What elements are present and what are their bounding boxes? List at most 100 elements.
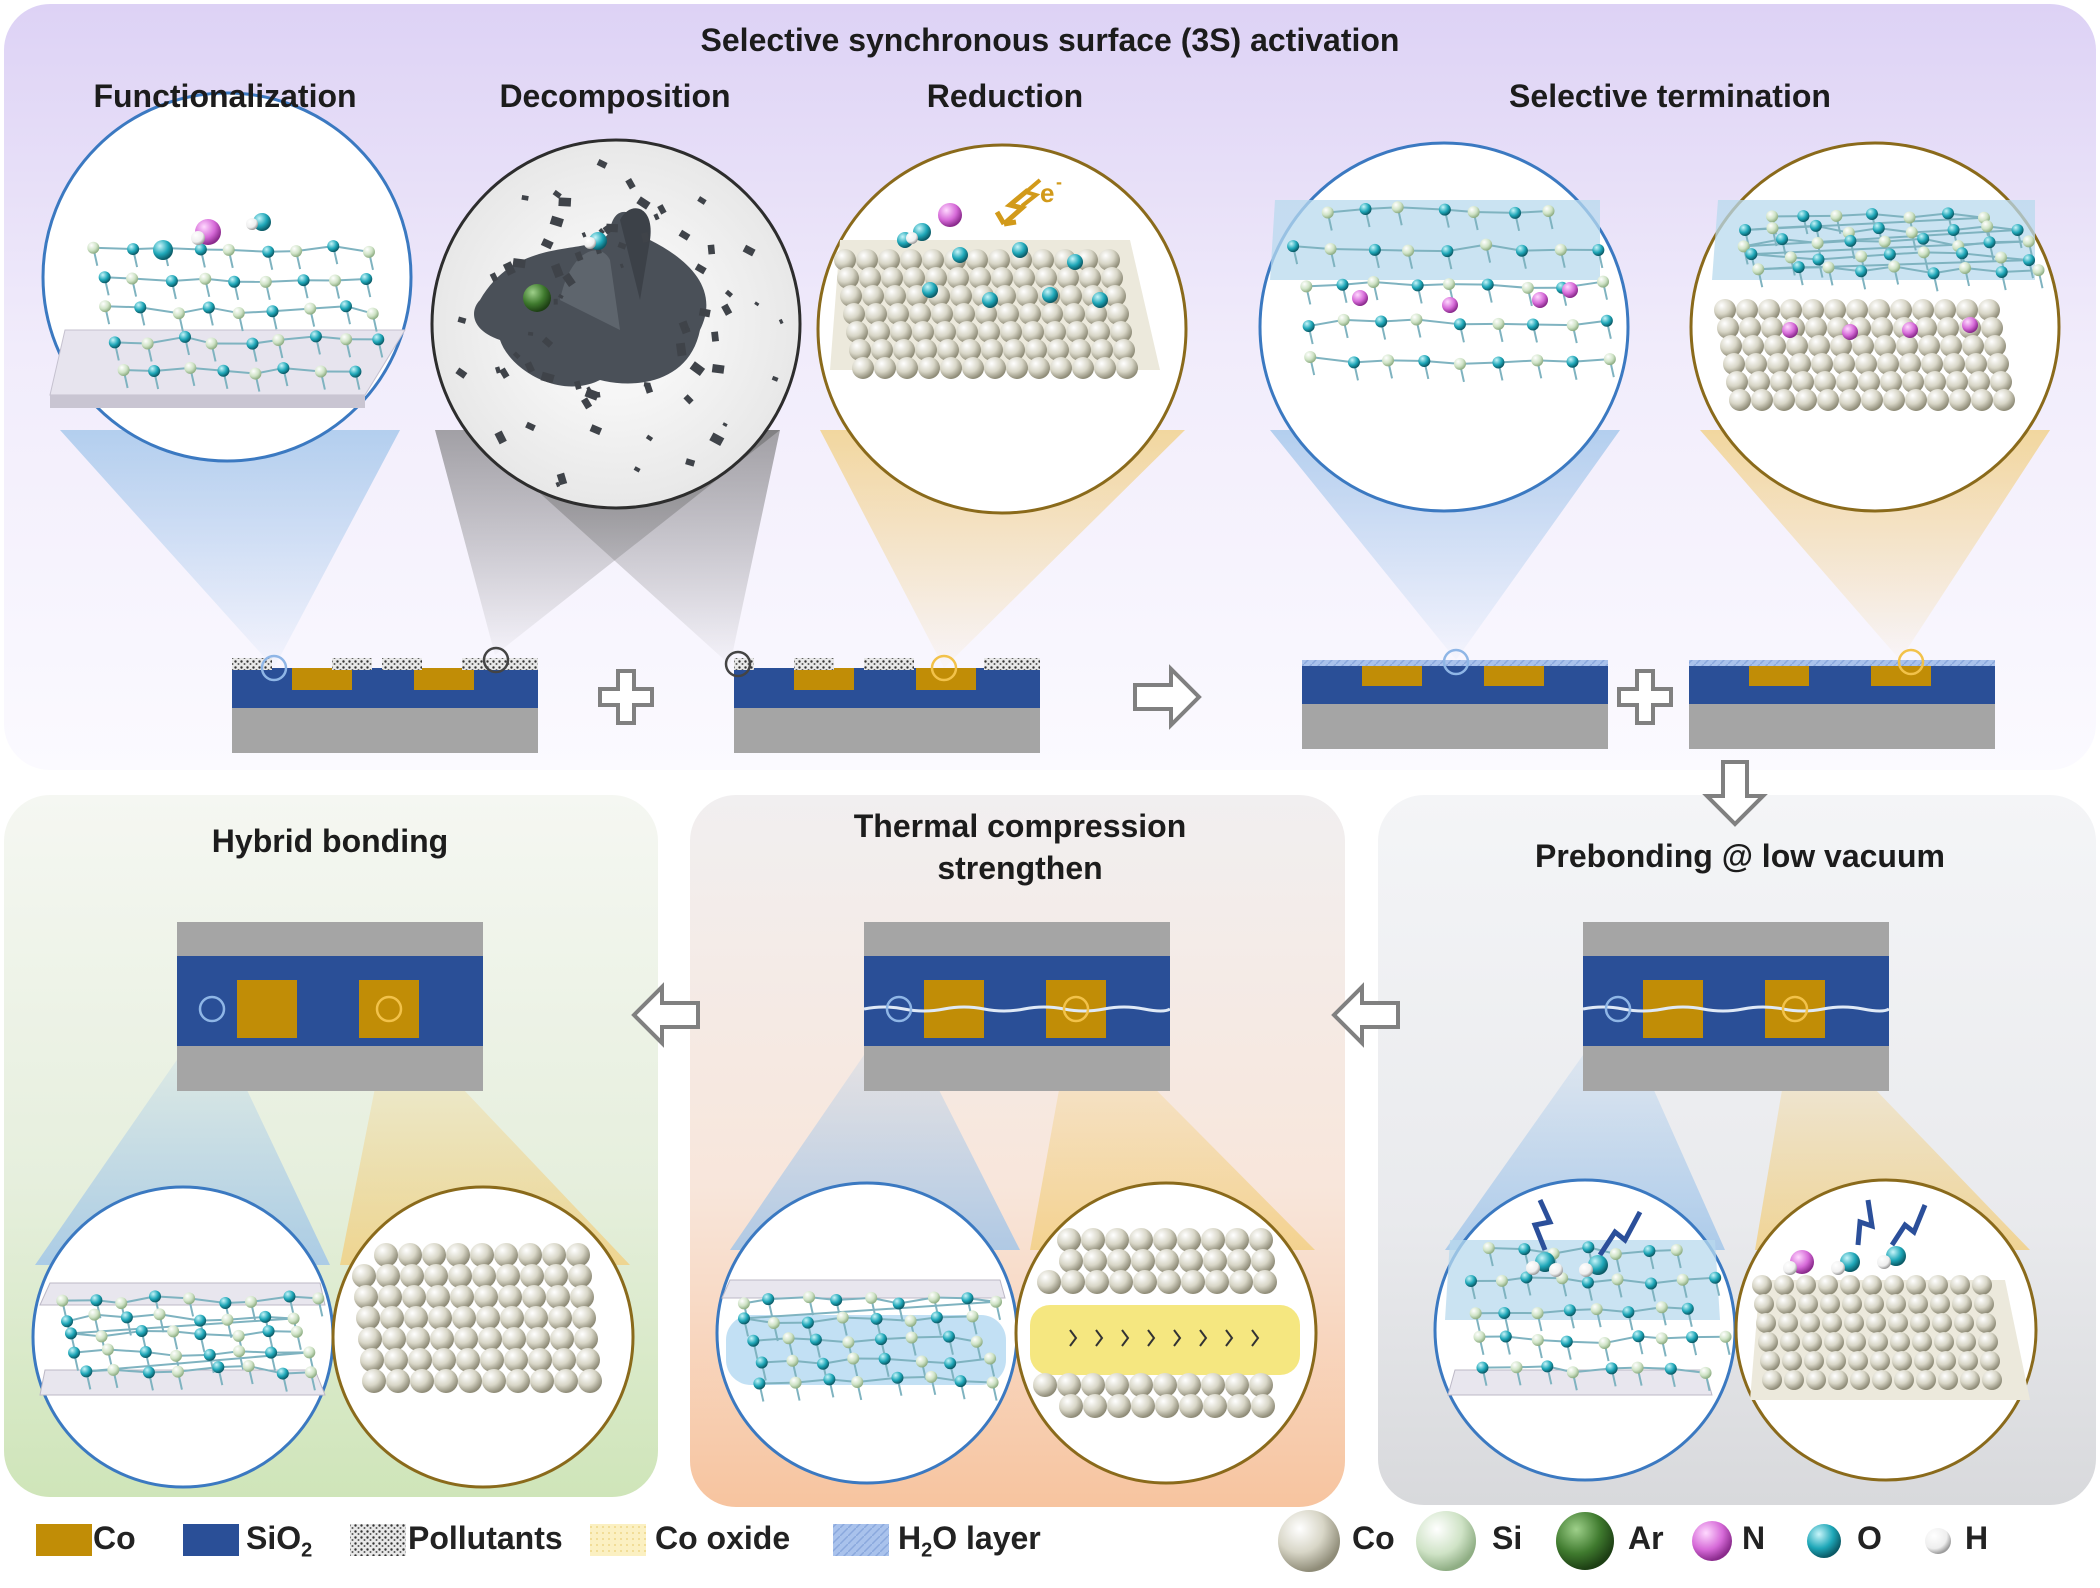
cobalt-atom xyxy=(496,1264,520,1288)
oxygen-atom xyxy=(1526,318,1539,331)
cobalt-atom xyxy=(1855,353,1877,375)
cobalt-atom xyxy=(1739,317,1761,339)
cobalt-atom xyxy=(947,267,969,289)
cobalt-atom xyxy=(1786,335,1808,357)
cobalt-atom xyxy=(1918,335,1940,357)
cobalt-atom xyxy=(1770,371,1792,393)
silicon-atom xyxy=(205,337,218,350)
oxygen-atom xyxy=(1515,244,1528,257)
silicon-atom xyxy=(1752,263,1765,276)
cobalt-atom xyxy=(546,1285,570,1309)
oxygen-atom xyxy=(1622,1306,1635,1319)
silicon-atom xyxy=(314,365,327,378)
siloxane-network xyxy=(56,1290,325,1392)
step-title-decomposition: Decomposition xyxy=(499,78,731,114)
cobalt-atom xyxy=(506,1369,530,1393)
oxygen-atom xyxy=(1518,1243,1531,1256)
cobalt-atom xyxy=(408,1348,432,1372)
cobalt-atom xyxy=(1866,1313,1886,1333)
cobalt-atom xyxy=(1892,1351,1912,1371)
cobalt-atom xyxy=(434,1369,458,1393)
debris-flake xyxy=(707,244,716,255)
silicon-atom xyxy=(1676,1273,1689,1286)
silicon-atom xyxy=(221,1313,234,1326)
nitrogen-atom xyxy=(938,203,962,227)
step-title-reduction: Reduction xyxy=(926,78,1084,114)
cobalt-pad xyxy=(292,668,352,690)
oxygen-atom xyxy=(120,1311,133,1324)
cobalt-atom xyxy=(1153,1373,1177,1397)
silicon-atom xyxy=(126,272,139,285)
silicon-atom xyxy=(1321,206,1334,219)
bond-mark xyxy=(1173,1329,1182,1347)
oxygen-atom xyxy=(1438,203,1451,216)
debris-flake xyxy=(558,197,572,207)
cobalt-atom xyxy=(398,1243,422,1267)
oxygen-atom xyxy=(747,1334,760,1347)
silicon-atom xyxy=(245,1295,258,1308)
zoom-marker xyxy=(198,995,226,1023)
silicon-atom xyxy=(1410,313,1423,326)
cobalt-atom xyxy=(1094,357,1116,379)
oxygen-atom xyxy=(90,1294,103,1307)
cobalt-atom xyxy=(912,321,934,343)
cobalt-atom xyxy=(1982,1370,2002,1390)
cobalt-atom xyxy=(1877,353,1899,375)
silicon-atom xyxy=(1699,1366,1712,1379)
debris-flake xyxy=(581,231,587,238)
silicon-atom xyxy=(1609,1247,1622,1260)
cobalt-atom xyxy=(1006,357,1028,379)
cobalt-atom xyxy=(1041,303,1063,325)
cobalt-atom xyxy=(504,1348,528,1372)
bond-mark xyxy=(1121,1329,1130,1347)
oxygen-atom xyxy=(360,273,373,286)
cobalt-atom xyxy=(1729,389,1751,411)
debris-flake xyxy=(678,320,691,335)
legend-label-atom-n: N xyxy=(1742,1520,1766,1556)
cobalt-atom xyxy=(1814,371,1836,393)
cobalt-atom xyxy=(956,321,978,343)
cobalt-atom xyxy=(1083,1394,1107,1418)
silicon-atom xyxy=(1304,351,1317,364)
cobalt-atom xyxy=(1063,303,1085,325)
cobalt-atom xyxy=(1129,1373,1153,1397)
cobalt-atom xyxy=(1954,1313,1974,1333)
oxygen-atom xyxy=(80,1365,93,1378)
cobalt-atom xyxy=(1949,389,1971,411)
silicon-atom xyxy=(1766,222,1779,235)
cobalt-atom xyxy=(1110,321,1132,343)
nitrogen-atom xyxy=(1442,297,1458,313)
cobalt-atom xyxy=(1932,1313,1952,1333)
cobalt-atom xyxy=(846,321,868,343)
legend-swatch-co xyxy=(36,1524,92,1556)
cobalt-atom xyxy=(1850,1370,1870,1390)
substrate-layer xyxy=(1689,704,1995,749)
cobalt-atom xyxy=(374,1243,398,1267)
silicon-atom xyxy=(803,1291,816,1304)
debris-flake xyxy=(552,189,562,199)
cobalt-atom xyxy=(1826,1351,1846,1371)
cobalt-atom xyxy=(358,1327,382,1351)
cobalt-atom xyxy=(1714,299,1736,321)
cobalt-atom xyxy=(474,1285,498,1309)
silicon-atom xyxy=(232,307,245,320)
silicon-atom xyxy=(183,1292,196,1305)
oxygen-atom xyxy=(1092,292,1108,308)
cobalt-pad xyxy=(1871,664,1931,686)
cobalt-atom xyxy=(1756,1313,1776,1333)
hybrid-sio2-zoom-circle xyxy=(31,1185,335,1489)
silicon-atom xyxy=(1737,240,1750,253)
sio2-layer xyxy=(1302,664,1608,704)
zoom-marker xyxy=(1062,995,1090,1023)
silicon-atom xyxy=(1822,261,1835,274)
cobalt-atom xyxy=(378,1285,402,1309)
legend-label-atom-ar: Ar xyxy=(1628,1520,1664,1556)
debris-flake xyxy=(527,331,534,336)
cobalt-atom xyxy=(352,1264,376,1288)
cobalt-atom xyxy=(1981,317,2003,339)
zoom-marker xyxy=(1897,648,1925,676)
oxygen-atom xyxy=(219,1296,232,1309)
cobalt-atom xyxy=(1745,353,1767,375)
cobalt-atom xyxy=(376,1264,400,1288)
cobalt-atom xyxy=(1155,1394,1179,1418)
